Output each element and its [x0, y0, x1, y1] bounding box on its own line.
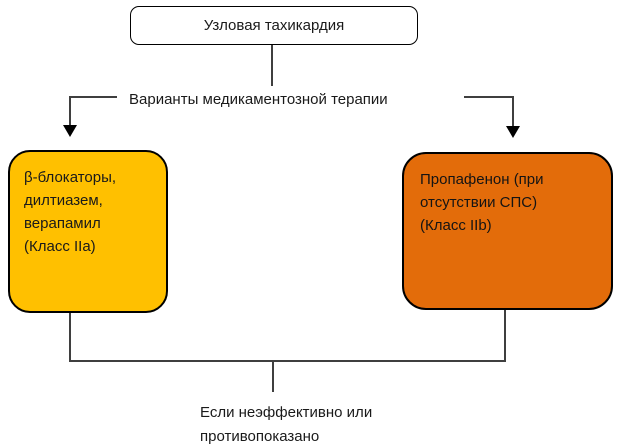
connector-left-vertical: [69, 96, 71, 126]
connector-bottom-center-vertical: [272, 360, 274, 392]
root-node-label: Узловая тахикардия: [203, 17, 345, 34]
option-node-line: Пропафенон (при: [420, 171, 544, 188]
option-node-line: (Класс IIa): [24, 238, 96, 255]
root-node-uzlovaya-tahikardiya: Узловая тахикардия: [130, 6, 418, 45]
footer-label-line1: Если неэффективно или: [200, 404, 373, 421]
option-node-line: отсутствии СПС): [420, 194, 538, 211]
option-node-propafenone: Пропафенон (при отсутствии СПС) (Класс I…: [402, 152, 613, 310]
connector-bottom-right-vertical: [504, 310, 506, 362]
footer-label: Если неэффективно или противопоказано: [200, 401, 420, 447]
connector-bottom-horizontal: [69, 360, 506, 362]
connector-right-horizontal: [464, 96, 514, 98]
option-node-line: (Класс IIb): [420, 217, 492, 234]
option-node-line: верапамил: [24, 215, 101, 232]
connector-left-horizontal: [69, 96, 117, 98]
option-node-line: β-блокаторы,: [24, 169, 117, 186]
option-node-beta-blockers: β-блокаторы, дилтиазем, верапамил (Класс…: [8, 150, 168, 313]
arrow-down-right-icon: [506, 126, 520, 138]
footer-label-line2: противопоказано: [200, 428, 320, 445]
connector-bottom-left-vertical: [69, 313, 71, 362]
connector-root-down: [271, 45, 273, 86]
arrow-down-left-icon: [63, 125, 77, 137]
option-node-line: дилтиазем,: [24, 192, 103, 209]
branch-label: Варианты медикаментозной терапии: [129, 91, 388, 108]
connector-right-vertical: [512, 96, 514, 127]
